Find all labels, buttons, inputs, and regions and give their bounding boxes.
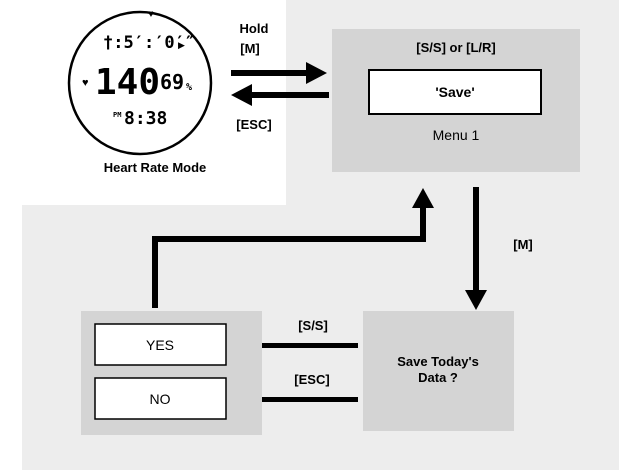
watch-face: ♥ †:5′:′0′″ ▶ ♥ 140 69 % PM 8:38 bbox=[69, 9, 211, 154]
m-down-label: [M] bbox=[513, 237, 533, 252]
hold-label: Hold bbox=[240, 21, 269, 36]
no-label: NO bbox=[150, 391, 171, 407]
watch-percent-sign: % bbox=[186, 82, 192, 93]
ss-label: [S/S] bbox=[298, 318, 328, 333]
mode-label: Heart Rate Mode bbox=[104, 160, 207, 175]
m-key-label: [M] bbox=[240, 41, 260, 56]
arrow-right-icon: ▶ bbox=[178, 40, 185, 50]
save-box-label: 'Save' bbox=[435, 84, 474, 100]
yes-label: YES bbox=[146, 337, 174, 353]
watch-percent-value: 69 bbox=[160, 70, 184, 94]
watch-main-value: 140 bbox=[95, 62, 160, 103]
esc-bottom-label: [ESC] bbox=[294, 372, 329, 387]
watch-line-3: 8:38 bbox=[124, 108, 167, 129]
esc-top-label: [ESC] bbox=[236, 117, 271, 132]
watch-line-3-prefix: PM bbox=[113, 111, 121, 119]
heart-icon: ♥ bbox=[148, 9, 154, 20]
menu-header: [S/S] or [L/R] bbox=[416, 40, 495, 55]
heart-small-icon: ♥ bbox=[82, 77, 89, 89]
question-line-1: Save Today's bbox=[397, 354, 479, 369]
question-line-2: Data ? bbox=[418, 370, 458, 385]
menu-name: Menu 1 bbox=[433, 127, 480, 143]
